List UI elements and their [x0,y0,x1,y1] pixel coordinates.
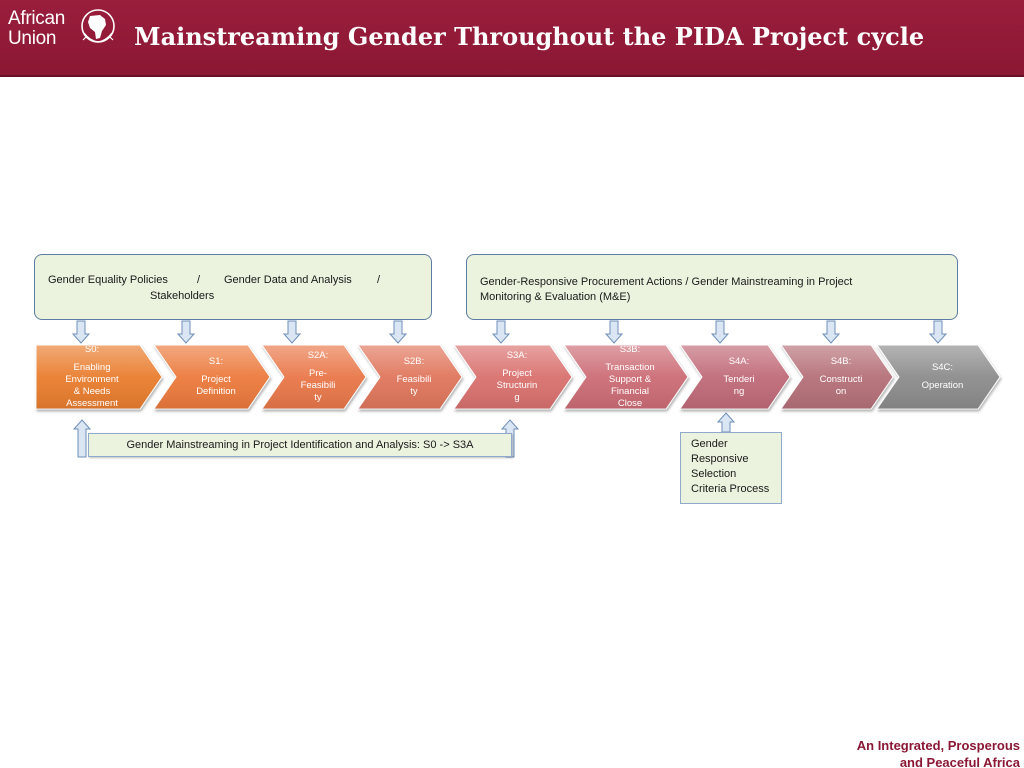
up-arrow-icon [716,412,736,433]
stage-label: S1: Project Definition [180,346,252,408]
stage-code: S4A: [728,356,750,367]
stage-code: S0: [84,346,100,355]
stage-chevron [153,344,271,410]
header-banner: African Union Mainstreaming Gender Throu… [0,0,1024,77]
separator: / [377,274,381,286]
stage-label: S2A: Pre- Feasibili ty [288,346,348,408]
criteria-line: Selection [691,468,737,480]
criteria-line: Criteria Process [691,483,770,495]
identification-analysis-box: Gender Mainstreaming in Project Identifi… [88,433,512,457]
stage-chevron [679,344,791,410]
stage-chevron [261,344,367,410]
stage-code: S4B: [830,356,852,367]
stage-code: S3A: [506,350,528,361]
criteria-line: Responsive [691,453,749,465]
down-arrow-icon [388,320,408,344]
stage-label: S4C: Operation [903,346,982,408]
stage-label: S4B: Constructi on [807,346,875,408]
stage-name: Constructi on [819,374,863,397]
data-analysis-text: Gender Data and Analysis [224,274,352,286]
stage-chevron [35,344,163,410]
stage-label: S3A: Project Structurin g [480,346,554,408]
me-text: Monitoring & Evaluation (M&E) [480,291,631,303]
chevron-gloss [36,345,162,409]
stage-chevron [563,344,689,410]
stage-name: Project Structurin g [496,368,538,403]
stage-label: S2B: Feasibili ty [384,346,444,408]
chevron-gloss [262,345,366,409]
chevron-gloss [877,345,1000,409]
stage-chevron [780,344,894,410]
stage-name: Enabling Environment & Needs Assessment [65,362,119,408]
stage-name: Pre- Feasibili ty [300,368,336,403]
down-arrow-icon [282,320,302,344]
separator: / [197,274,201,286]
stage-chevron [876,344,1001,410]
stage-name: Transaction Support & Financial Close [605,362,655,408]
tagline: An Integrated, Prosperous and Peaceful A… [857,737,1020,768]
stage-chevron [357,344,463,410]
tagline-line1: An Integrated, Prosperous [856,738,1020,753]
chevron-gloss [564,345,688,409]
stakeholders-text: Stakeholders [150,290,215,302]
stage-code: S2B: [403,356,425,367]
stage-name: Operation [921,380,964,391]
chevron-gloss [781,345,893,409]
policies-text: Gender Equality Policies [48,274,168,286]
stage-code: S2A: [307,350,329,361]
down-arrow-icon [491,320,511,344]
stage-label: S3B: Transaction Support & Financial Clos… [590,346,670,408]
down-arrow-icon [821,320,841,344]
down-arrow-icon [71,320,91,344]
procurement-text: Gender-Responsive Procurement Actions / … [480,276,853,288]
procurement-me-box: Gender-Responsive Procurement Actions / … [466,254,958,320]
chevron-gloss [154,345,270,409]
chevron-gloss [680,345,790,409]
down-arrow-icon [710,320,730,344]
down-arrow-icon [604,320,624,344]
africa-emblem-icon [81,9,115,43]
page-title: Mainstreaming Gender Throughout the PIDA… [134,22,925,51]
stage-name: Feasibili ty [396,374,432,397]
tagline-line2: and Peaceful Africa [899,755,1020,768]
gender-policies-box: Gender Equality Policies / Gender Data a… [34,254,432,320]
african-union-logo: African Union [8,7,120,55]
down-arrow-icon [928,320,948,344]
up-arrow-icon [72,419,92,458]
stage-label: S4A: Tenderi ng [706,346,772,408]
stage-name: Tenderi ng [723,374,755,397]
chevron-gloss [454,345,572,409]
chevron-gloss [358,345,462,409]
stage-chevron [453,344,573,410]
stage-code: S4C: [931,362,954,373]
down-arrow-icon [176,320,196,344]
logo-text-line2: Union [8,28,57,49]
stage-name: Project Definition [196,374,236,397]
logo-text-line1: African [8,8,66,29]
stage-code: S3B: [619,346,641,355]
stage-label: S0: Enabling Environment & Needs Assessme… [40,346,144,408]
criteria-line: Gender [691,438,728,450]
selection-criteria-box: Gender Responsive Selection Criteria Pro… [680,432,782,504]
stage-code: S1: [208,356,224,367]
